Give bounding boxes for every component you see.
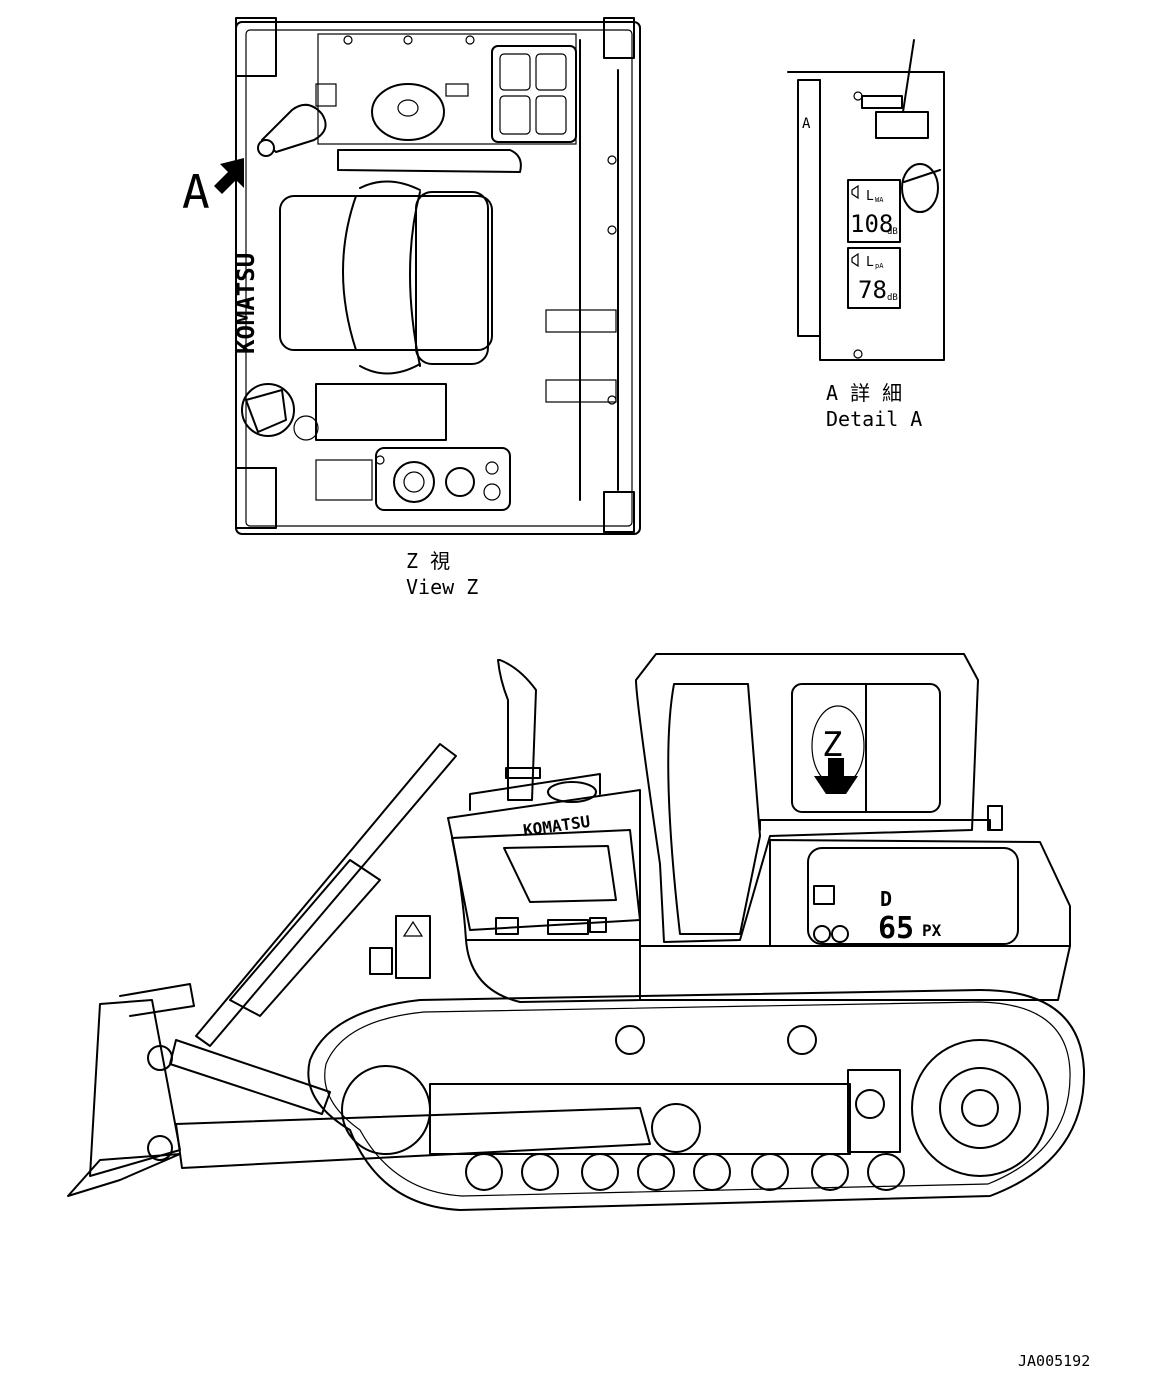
- decal-outer-sub: WA: [875, 196, 884, 204]
- decal-outer-value: 108: [850, 210, 893, 238]
- decal-inner-value: 78: [858, 276, 887, 304]
- sound-decal-inner: [847, 247, 901, 309]
- drawing-number: JA005192: [1018, 1352, 1090, 1370]
- detail-a-callout-letter: A: [802, 116, 811, 132]
- detail-a-title-en: Detail A: [826, 407, 922, 431]
- detail-a-title-jp: A 詳 細: [826, 381, 902, 405]
- side-view-z-callout: Z: [822, 725, 842, 765]
- view-z-drawing: [214, 17, 641, 535]
- view-z-title-jp: Z 視: [406, 549, 450, 573]
- sound-decal-outer: [847, 179, 901, 243]
- model-number: 65: [878, 911, 914, 946]
- view-z-title-en: View Z: [406, 575, 478, 599]
- model-letter: D: [880, 887, 892, 911]
- model-suffix: PX: [922, 921, 942, 940]
- decal-outer-unit: dB: [887, 227, 898, 237]
- decal-outer-label: L: [866, 189, 874, 204]
- bulldozer-side-view: [67, 653, 1086, 1211]
- side-view-brand-logo: KOMATSU: [522, 812, 591, 840]
- warning-plate: [395, 915, 431, 979]
- view-z-callout-letter: A: [182, 165, 210, 219]
- side-view-z-arrow: [814, 758, 858, 794]
- view-z-brand-logo: KOMATSU: [232, 253, 260, 354]
- detail-a-drawing: [787, 39, 945, 361]
- decal-inner-label: L: [866, 255, 874, 270]
- decal-inner-unit: dB: [887, 293, 898, 303]
- view-z-callout-arrow: [214, 158, 244, 194]
- decal-inner-sub: pA: [875, 262, 884, 270]
